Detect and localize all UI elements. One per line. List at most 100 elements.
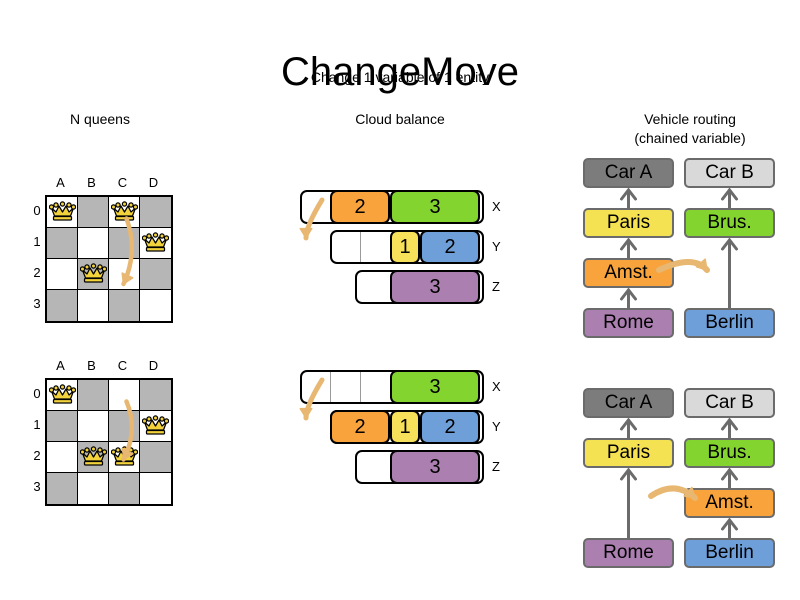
board-cell-D0[interactable] <box>140 380 171 411</box>
board-cell-D2[interactable] <box>140 442 171 473</box>
board-cell-B1[interactable] <box>78 411 109 442</box>
process-block[interactable]: 3 <box>390 270 480 304</box>
queen-piece[interactable] <box>48 384 77 407</box>
rank-label-0: 0 <box>33 386 41 401</box>
routing-node-brus[interactable]: Brus. <box>684 208 775 238</box>
file-label-a: A <box>56 358 65 373</box>
board-grid <box>45 378 173 506</box>
rank-label-2: 2 <box>33 265 41 280</box>
rank-label-3: 3 <box>33 296 41 311</box>
board-cell-C0[interactable] <box>109 380 140 411</box>
computer-label-y: Y <box>492 239 501 254</box>
routing-node-berlin[interactable]: Berlin <box>684 308 775 338</box>
board-cell-D3[interactable] <box>140 473 171 504</box>
column-heading-nqueens: N queens <box>70 111 130 127</box>
process-block[interactable]: 2 <box>420 230 480 264</box>
board-cell-C2[interactable] <box>109 259 140 290</box>
routing-node-carA[interactable]: Car A <box>583 158 674 188</box>
routing-node-carB[interactable]: Car B <box>684 158 775 188</box>
board-cell-B0[interactable] <box>78 380 109 411</box>
board-cell-A3[interactable] <box>47 473 78 504</box>
board-cell-D0[interactable] <box>140 197 171 228</box>
process-block[interactable]: 3 <box>390 450 480 484</box>
routing-node-rome[interactable]: Rome <box>583 308 674 338</box>
board-cell-C1[interactable] <box>109 228 140 259</box>
queen-piece[interactable] <box>79 446 108 469</box>
queen-piece[interactable] <box>48 201 77 224</box>
queen-icon <box>141 415 170 435</box>
routing-node-rome[interactable]: Rome <box>583 538 674 568</box>
board-cell-D2[interactable] <box>140 259 171 290</box>
computer-label-z: Z <box>492 459 500 474</box>
board-cell-A3[interactable] <box>47 290 78 321</box>
routing-node-paris[interactable]: Paris <box>583 208 674 238</box>
routing-node-amst[interactable]: Amst. <box>583 258 674 288</box>
board-cell-B3[interactable] <box>78 290 109 321</box>
queen-icon <box>110 201 139 221</box>
queen-icon <box>110 446 139 466</box>
column-heading-cloud-balance: Cloud balance <box>355 111 445 127</box>
queen-icon <box>48 384 77 404</box>
board-cell-B3[interactable] <box>78 473 109 504</box>
board-cell-C1[interactable] <box>109 411 140 442</box>
computer-label-y: Y <box>492 419 501 434</box>
capacity-divider <box>330 372 331 402</box>
queen-icon <box>141 232 170 252</box>
routing-node-carA[interactable]: Car A <box>583 388 674 418</box>
file-label-d: D <box>148 358 159 373</box>
routing-node-amst[interactable]: Amst. <box>684 488 775 518</box>
board-cell-A1[interactable] <box>47 228 78 259</box>
computer-label-z: Z <box>492 279 500 294</box>
queen-icon <box>79 446 108 466</box>
routing-node-berlin[interactable]: Berlin <box>684 538 775 568</box>
board-cell-A2[interactable] <box>47 442 78 473</box>
queen-piece[interactable] <box>110 446 139 469</box>
board-cell-C3[interactable] <box>109 473 140 504</box>
board-cell-B0[interactable] <box>78 197 109 228</box>
process-block[interactable]: 3 <box>390 190 480 224</box>
rank-label-1: 1 <box>33 234 41 249</box>
board-cell-D3[interactable] <box>140 290 171 321</box>
rank-label-0: 0 <box>33 203 41 218</box>
board-cell-B1[interactable] <box>78 228 109 259</box>
queen-piece[interactable] <box>79 263 108 286</box>
queen-piece[interactable] <box>141 415 170 438</box>
board-grid <box>45 195 173 323</box>
process-block[interactable]: 2 <box>330 190 390 224</box>
routing-node-paris[interactable]: Paris <box>583 438 674 468</box>
queen-icon <box>79 263 108 283</box>
file-label-c: C <box>117 358 128 373</box>
queen-icon <box>48 201 77 221</box>
process-block[interactable]: 3 <box>390 370 480 404</box>
process-block[interactable]: 1 <box>390 230 420 264</box>
board-cell-C3[interactable] <box>109 290 140 321</box>
routing-node-brus[interactable]: Brus. <box>684 438 775 468</box>
vrp-heading-line1: Vehicle routing <box>644 111 736 127</box>
board-rank-labels: 0 1 2 3 <box>30 195 44 319</box>
rank-label-2: 2 <box>33 448 41 463</box>
page-subtitle: Change 1 variable of 1 entity <box>310 69 490 85</box>
queen-piece[interactable] <box>141 232 170 255</box>
routing-node-carB[interactable]: Car B <box>684 388 775 418</box>
computer-label-x: X <box>492 199 501 214</box>
board-cell-A1[interactable] <box>47 411 78 442</box>
board-cell-A2[interactable] <box>47 259 78 290</box>
vrp-heading-line2: (chained variable) <box>634 130 746 146</box>
rank-label-3: 3 <box>33 479 41 494</box>
computer-label-x: X <box>492 379 501 394</box>
process-block[interactable]: 2 <box>420 410 480 444</box>
process-block[interactable]: 1 <box>390 410 420 444</box>
process-block[interactable]: 2 <box>330 410 390 444</box>
queen-piece[interactable] <box>110 201 139 224</box>
